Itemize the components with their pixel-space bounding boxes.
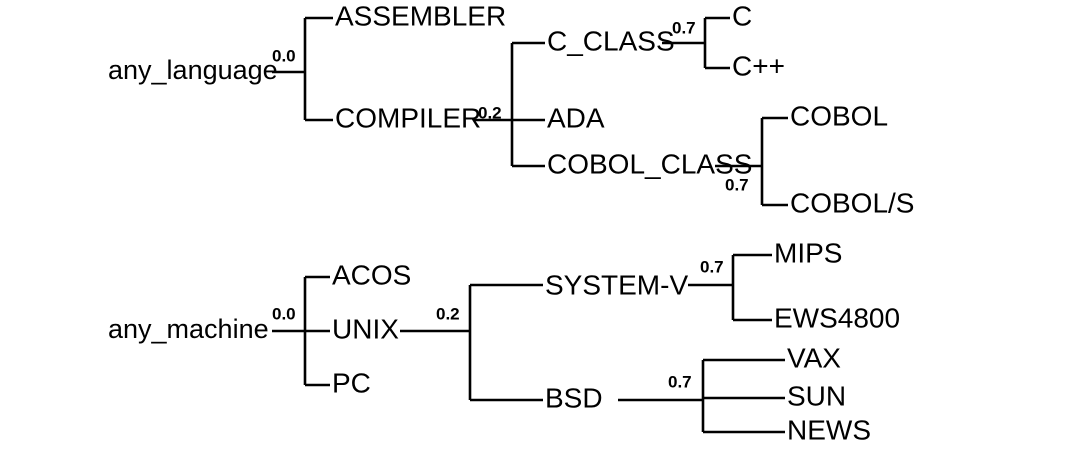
distance-label-system-v: 0.7 — [700, 257, 724, 276]
node-label-cpp: C++ — [732, 50, 785, 81]
node-label-cobol: COBOL — [790, 100, 888, 131]
node-label-system-v: SYSTEM-V — [545, 269, 688, 300]
distance-label-cobol-class: 0.7 — [725, 175, 749, 194]
distance-label-any-machine: 0.0 — [272, 304, 296, 323]
node-label-vax: VAX — [787, 342, 841, 373]
node-label-unix: UNIX — [332, 313, 399, 344]
node-label-ada: ADA — [547, 102, 605, 133]
node-label-acos: ACOS — [332, 259, 411, 290]
node-label-compiler: COMPILER — [335, 102, 481, 133]
node-label-news: NEWS — [787, 414, 871, 445]
node-label-sun: SUN — [787, 380, 846, 411]
node-label-any-machine: any_machine — [108, 314, 269, 344]
node-label-ews4800: EWS4800 — [774, 302, 900, 333]
distance-label-compiler: 0.2 — [478, 103, 502, 122]
tree-any-machine: any_machine ACOS UNIX PC SYSTEM-V BSD MI… — [108, 237, 900, 445]
node-label-mips: MIPS — [774, 237, 842, 268]
node-label-any-language: any_language — [108, 55, 278, 85]
node-label-cobol-class: COBOL_CLASS — [547, 148, 752, 179]
node-label-bsd: BSD — [545, 382, 603, 413]
node-label-cobol-s: COBOL/S — [790, 187, 914, 218]
node-label-c: C — [732, 0, 752, 31]
distance-label-unix: 0.2 — [436, 304, 460, 323]
node-label-assembler: ASSEMBLER — [335, 0, 506, 31]
node-label-c-class: C_CLASS — [547, 25, 675, 56]
node-label-pc: PC — [332, 367, 371, 398]
tree-any-language: any_language ASSEMBLER COMPILER C_CLASS … — [108, 0, 914, 218]
distance-label-any-language: 0.0 — [272, 46, 296, 65]
distance-label-c-class: 0.7 — [672, 18, 696, 37]
distance-label-bsd: 0.7 — [668, 372, 692, 391]
